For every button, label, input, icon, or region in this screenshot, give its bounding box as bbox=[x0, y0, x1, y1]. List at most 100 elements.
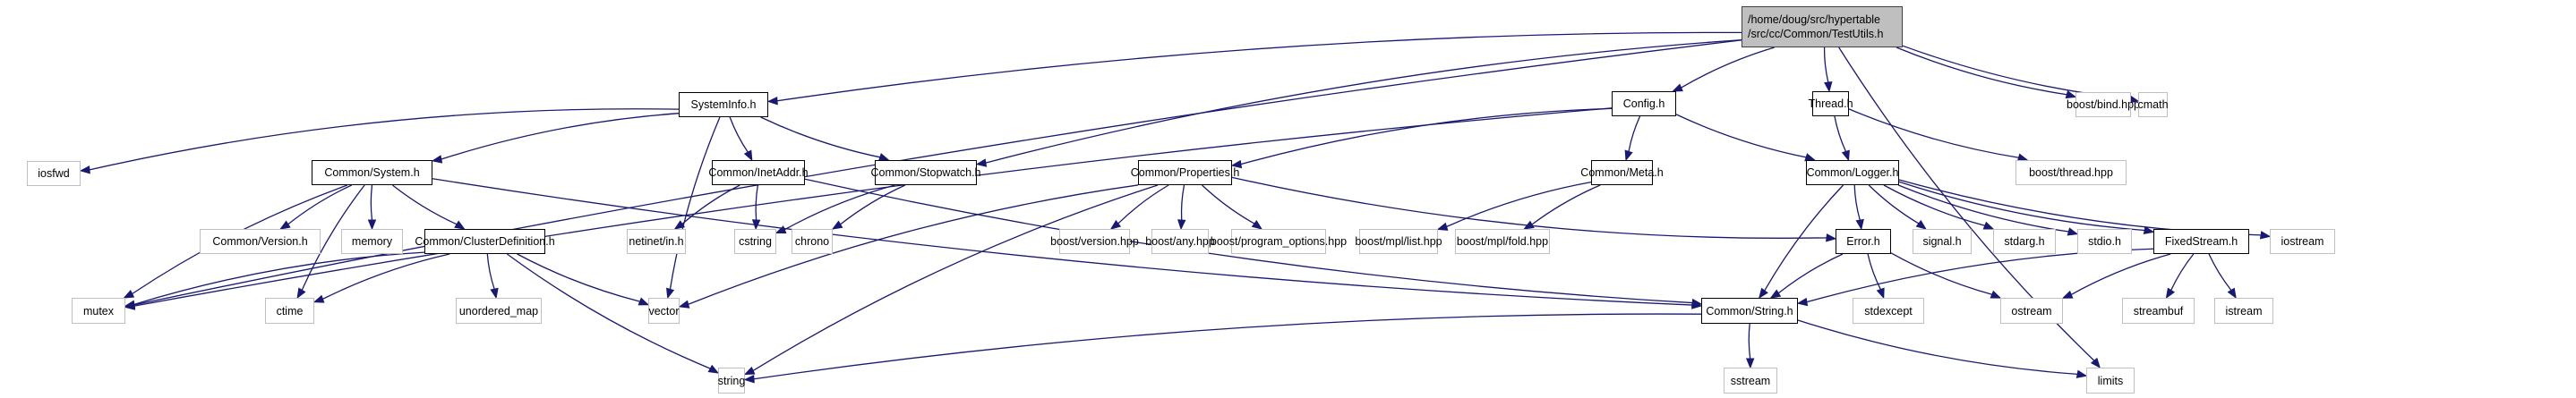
edge-logger-to-error bbox=[1853, 184, 1861, 221]
node-label: ctime bbox=[276, 304, 304, 318]
node-stdexcept: stdexcept bbox=[1853, 298, 1924, 324]
arrowhead-icon bbox=[123, 290, 135, 299]
arrowhead-icon bbox=[2259, 231, 2272, 240]
edge-systeminfo-to-inetaddr bbox=[729, 116, 749, 153]
arrowhead-icon bbox=[2075, 369, 2088, 378]
node-thread[interactable]: Thread.h bbox=[1808, 91, 1853, 116]
node-label: Common/Version.h bbox=[212, 235, 308, 248]
arrowhead-icon bbox=[1990, 290, 2002, 299]
arrowhead-icon bbox=[1523, 220, 1535, 230]
node-label: cmath bbox=[2137, 98, 2169, 111]
edge-error-to-stdexcept bbox=[1867, 253, 1881, 290]
edge-config-to-meta bbox=[1628, 115, 1641, 152]
arrowhead-icon bbox=[743, 366, 756, 376]
node-system[interactable]: Common/System.h bbox=[312, 160, 432, 185]
node-inetaddr[interactable]: Common/InetAddr.h bbox=[708, 160, 809, 185]
arrowhead-icon bbox=[1251, 219, 1263, 230]
node-string: string bbox=[718, 368, 745, 394]
node-mplfold: boost/mpl/fold.hpp bbox=[1455, 229, 1550, 254]
node-root-label-line: /home/doug/src/hypertable bbox=[1748, 13, 1881, 26]
arrowhead-icon bbox=[2143, 225, 2155, 235]
node-label: limits bbox=[2097, 374, 2124, 387]
edge-config-to-properties bbox=[1240, 107, 1613, 165]
node-threadhpp: boost/thread.hpp bbox=[2015, 160, 2127, 185]
node-vector: vector bbox=[648, 298, 680, 324]
arrowhead-icon bbox=[431, 155, 443, 164]
arrowhead-icon bbox=[454, 220, 466, 230]
edge-cluster-to-ctime bbox=[322, 253, 450, 300]
node-label: chrono bbox=[794, 235, 830, 248]
node-label: Common/System.h bbox=[324, 166, 420, 179]
node-cluster[interactable]: Common/ClusterDefinition.h bbox=[415, 229, 555, 254]
edge-stopwatch-to-chrono bbox=[840, 184, 906, 225]
edge-properties-to-string bbox=[752, 184, 1159, 371]
edge-config-to-mutex bbox=[133, 107, 1613, 307]
node-fixedstream[interactable]: FixedStream.h bbox=[2153, 229, 2249, 254]
arrowhead-icon bbox=[666, 287, 675, 300]
edge-thread-to-threadhpp bbox=[1848, 108, 2019, 158]
node-systeminfo[interactable]: SystemInfo.h bbox=[679, 92, 768, 117]
edge-properties-to-bversion bbox=[1117, 184, 1169, 224]
arrowhead-icon bbox=[1436, 222, 1449, 231]
node-label: Thread.h bbox=[1808, 97, 1853, 110]
edge-system-to-version bbox=[287, 184, 353, 225]
edge-systeminfo-to-system bbox=[441, 113, 680, 160]
node-label: Common/Properties.h bbox=[1130, 166, 1240, 179]
node-label: istream bbox=[2225, 304, 2263, 318]
edge-logger-to-stdarg bbox=[1883, 184, 1985, 226]
node-label: stdio.h bbox=[2088, 235, 2121, 248]
arrowhead-icon bbox=[2061, 290, 2074, 299]
node-logger[interactable]: Common/Logger.h bbox=[1806, 160, 1899, 185]
node-limits: limits bbox=[2086, 368, 2135, 394]
node-meta[interactable]: Common/Meta.h bbox=[1580, 160, 1664, 185]
edge-testutils-to-bind bbox=[1896, 47, 2067, 96]
node-root-testutils[interactable]: /home/doug/src/hypertable/src/cc/Common/… bbox=[1742, 6, 1903, 47]
arrowhead-icon bbox=[1982, 221, 1995, 230]
edge-cluster-to-mutex bbox=[133, 251, 425, 305]
node-iostream: iostream bbox=[2270, 229, 2335, 254]
arrowhead-icon bbox=[1672, 83, 1683, 92]
edge-inetaddr-to-cstring bbox=[755, 184, 759, 221]
node-string-h[interactable]: Common/String.h bbox=[1701, 298, 1798, 324]
edge-testutils-to-systeminfo bbox=[776, 31, 1742, 102]
arrowhead-icon bbox=[1769, 289, 1782, 299]
edge-meta-to-mplfold bbox=[1531, 184, 1601, 225]
arrowhead-icon bbox=[638, 297, 650, 306]
node-istream: istream bbox=[2214, 298, 2273, 324]
node-label: sstream bbox=[1730, 374, 1771, 387]
arrowhead-icon bbox=[678, 300, 690, 309]
node-label: Config.h bbox=[1622, 97, 1665, 110]
edge-cluster-to-vector bbox=[517, 253, 640, 302]
node-config[interactable]: Config.h bbox=[1612, 91, 1676, 116]
edges-layer bbox=[79, 31, 2272, 384]
node-stdio: stdio.h bbox=[2077, 229, 2132, 254]
node-cmath: cmath bbox=[2137, 92, 2169, 117]
arrowhead-icon bbox=[296, 287, 306, 300]
node-mutex: mutex bbox=[72, 298, 125, 324]
node-label: boost/thread.hpp bbox=[2029, 166, 2113, 179]
edge-testutils-to-stopwatch bbox=[985, 39, 1742, 164]
arrowhead-icon bbox=[775, 225, 787, 234]
node-error[interactable]: Error.h bbox=[1836, 229, 1891, 254]
node-label: vector bbox=[648, 304, 680, 318]
node-bversion: boost/version.hpp bbox=[1050, 229, 1139, 254]
arrowhead-icon bbox=[2067, 227, 2079, 236]
arrowhead-icon bbox=[751, 219, 761, 231]
edge-systeminfo-to-iosfwd bbox=[89, 108, 680, 171]
edge-fixedstream-to-string_h bbox=[1806, 248, 2154, 303]
node-stopwatch[interactable]: Common/Stopwatch.h bbox=[871, 160, 981, 185]
node-netinet: netinet/in.h bbox=[627, 229, 686, 254]
edge-string_h-to-string bbox=[753, 313, 1702, 380]
node-umap: unordered_map bbox=[456, 298, 542, 324]
arrowhead-icon bbox=[1855, 218, 1864, 231]
node-label: mutex bbox=[82, 304, 115, 318]
edge-inetaddr-to-string_h bbox=[804, 178, 1693, 304]
arrowhead-icon bbox=[1109, 219, 1122, 230]
node-label: Common/InetAddr.h bbox=[708, 166, 809, 179]
node-properties[interactable]: Common/Properties.h bbox=[1131, 160, 1239, 185]
arrowhead-icon bbox=[279, 220, 291, 230]
node-label: stdarg.h bbox=[2004, 235, 2045, 248]
node-label: boost/mpl/fold.hpp bbox=[1456, 235, 1549, 248]
arrowhead-icon bbox=[975, 158, 988, 167]
node-chrono: chrono bbox=[792, 229, 833, 254]
